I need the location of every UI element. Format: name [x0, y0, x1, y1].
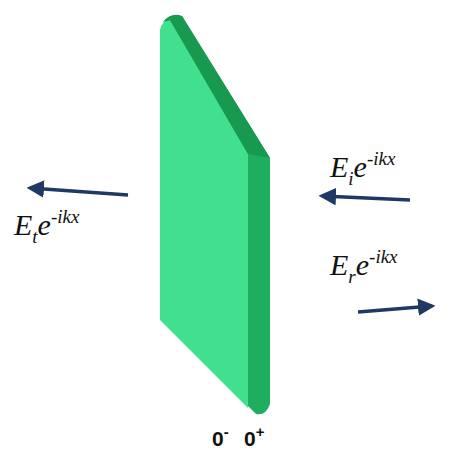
symbol-text: E: [330, 248, 348, 281]
position-label: 0-: [212, 428, 229, 449]
symbol-text: 0: [212, 427, 224, 450]
superscript-text: -: [224, 423, 229, 440]
superscript-text: -ikx: [369, 246, 397, 267]
symbol-text: 0: [244, 427, 256, 450]
reflected-arrow: [358, 306, 432, 312]
symbol-text: e: [354, 150, 367, 183]
incident-field: Eie-ikx: [330, 152, 395, 182]
transmitted-field: Ete-ikx: [14, 210, 79, 240]
symbol-text: E: [14, 208, 32, 241]
superscript-text: +: [256, 423, 265, 440]
reflected-field: Ere-ikx: [330, 250, 398, 280]
transmitted-arrow: [30, 188, 128, 195]
slab-side: [160, 16, 270, 415]
superscript-text: -ikx: [51, 206, 79, 227]
slab-edge: [163, 15, 270, 158]
subscript-text: r: [348, 266, 355, 287]
subscript-text: i: [348, 168, 353, 189]
symbol-text: e: [356, 248, 369, 281]
symbol-text: e: [38, 208, 51, 241]
symbol-text: E: [330, 150, 348, 183]
incident-arrow: [322, 196, 410, 200]
slab: [160, 15, 270, 414]
subscript-text: t: [32, 226, 37, 247]
position-label: 0+: [244, 428, 264, 449]
superscript-text: -ikx: [367, 148, 395, 169]
